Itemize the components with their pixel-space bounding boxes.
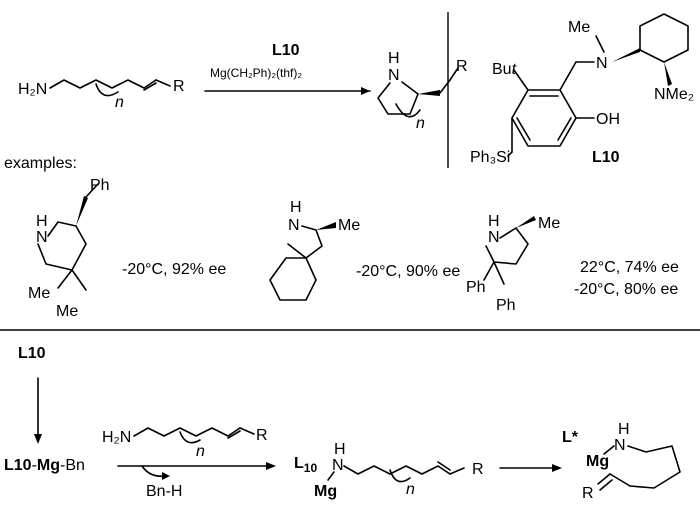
ligand-n-label: N xyxy=(596,55,608,72)
ts-n-label: N xyxy=(614,437,626,454)
amide-h-label: H xyxy=(334,441,346,458)
example-2: H N Me -20°C, 90% ee xyxy=(269,199,460,301)
ex1-conditions: -20°C, 92% ee xyxy=(122,261,226,278)
ts-h-label: H xyxy=(618,421,630,438)
mech-transition-state: L* Mg H N R xyxy=(562,421,681,502)
ligand-name-label: L10 xyxy=(592,149,620,166)
ts-mg-label: Mg xyxy=(586,453,609,470)
ex3-h-label: H xyxy=(488,213,500,230)
mech-substrate: H₂N R n xyxy=(102,427,268,460)
ligand-ph3si-label: Ph₃Si xyxy=(470,149,510,166)
ex2-h-label: H xyxy=(290,199,302,216)
mech-mg-amide: L10 Mg H N R n xyxy=(294,441,484,500)
reaction-arrow-top: L10 Mg(CH₂Ph)₂(thf)₂ xyxy=(204,42,371,95)
product-n-index: n xyxy=(416,115,425,132)
ex1-h-label: H xyxy=(36,213,48,230)
amide-r-label: R xyxy=(472,461,484,478)
ex3-n-label: N xyxy=(488,229,500,246)
amine-group-label: H₂N xyxy=(18,81,47,98)
product-n-label: N xyxy=(388,67,400,84)
reagent-label: Mg(CH₂Ph)₂(thf)₂ xyxy=(210,66,302,80)
amide-ligand-label: L10 xyxy=(294,455,317,475)
mech-byproduct-label: Bn-H xyxy=(146,483,182,500)
mech-arrow-2 xyxy=(499,464,562,472)
ex1-me1-label: Me xyxy=(28,285,50,302)
ex2-me-label: Me xyxy=(338,217,360,234)
example-1: H N Ph Me Me -20°C, 92% ee xyxy=(28,177,226,320)
example-3: H N Me Ph Ph 22°C, 74% ee -20°C, 80% ee xyxy=(466,213,679,314)
ex3-me-label: Me xyxy=(538,215,560,232)
product-h-label: H xyxy=(388,50,400,67)
mech-start-ligand: L10 xyxy=(18,345,46,362)
ligand-oh-label: OH xyxy=(596,111,620,128)
substituent-r-label: R xyxy=(173,78,185,95)
product-r-label: R xyxy=(456,58,468,75)
ts-ligand-label: L* xyxy=(562,429,579,446)
ex1-me2-label: Me xyxy=(56,303,78,320)
ligand-methyl-label: Me xyxy=(568,19,590,36)
ex3-conditions-1: 22°C, 74% ee xyxy=(580,259,679,276)
ex3-conditions-2: -20°C, 80% ee xyxy=(574,281,678,298)
amide-n-index: n xyxy=(406,481,415,498)
ex2-n-label: N xyxy=(288,217,300,234)
ex3-ph2-label: Ph xyxy=(496,297,516,314)
ligand-tbu-label: But xyxy=(492,61,517,78)
examples-heading: examples: xyxy=(4,155,77,172)
product-pyrrolidine: H N R n xyxy=(377,50,468,132)
substrate-aminoalkene: H₂N R n xyxy=(18,78,185,111)
ex2-conditions: -20°C, 90% ee xyxy=(356,263,460,280)
amide-n-label: N xyxy=(332,457,344,474)
ts-r-label: R xyxy=(582,485,594,502)
mech-mg-complex: L10-Mg-Bn xyxy=(4,457,85,474)
ligand-nme2-label: NMe₂ xyxy=(654,86,694,103)
ex1-ph-label: Ph xyxy=(90,177,110,194)
mech-amine-label: H₂N xyxy=(102,429,131,446)
mech-n-label: n xyxy=(196,443,205,460)
ex1-n-label: N xyxy=(36,229,48,246)
mech-arrow-1: Bn-H xyxy=(117,462,276,500)
ligand-l10-structure: But N Me NMe₂ OH Ph₃Si L10 xyxy=(470,13,694,166)
ex3-ph1-label: Ph xyxy=(466,279,486,296)
mech-r-label: R xyxy=(256,427,268,444)
chain-n-label: n xyxy=(115,94,124,111)
amide-mg-label: Mg xyxy=(314,483,337,500)
catalyst-label: L10 xyxy=(272,42,300,59)
